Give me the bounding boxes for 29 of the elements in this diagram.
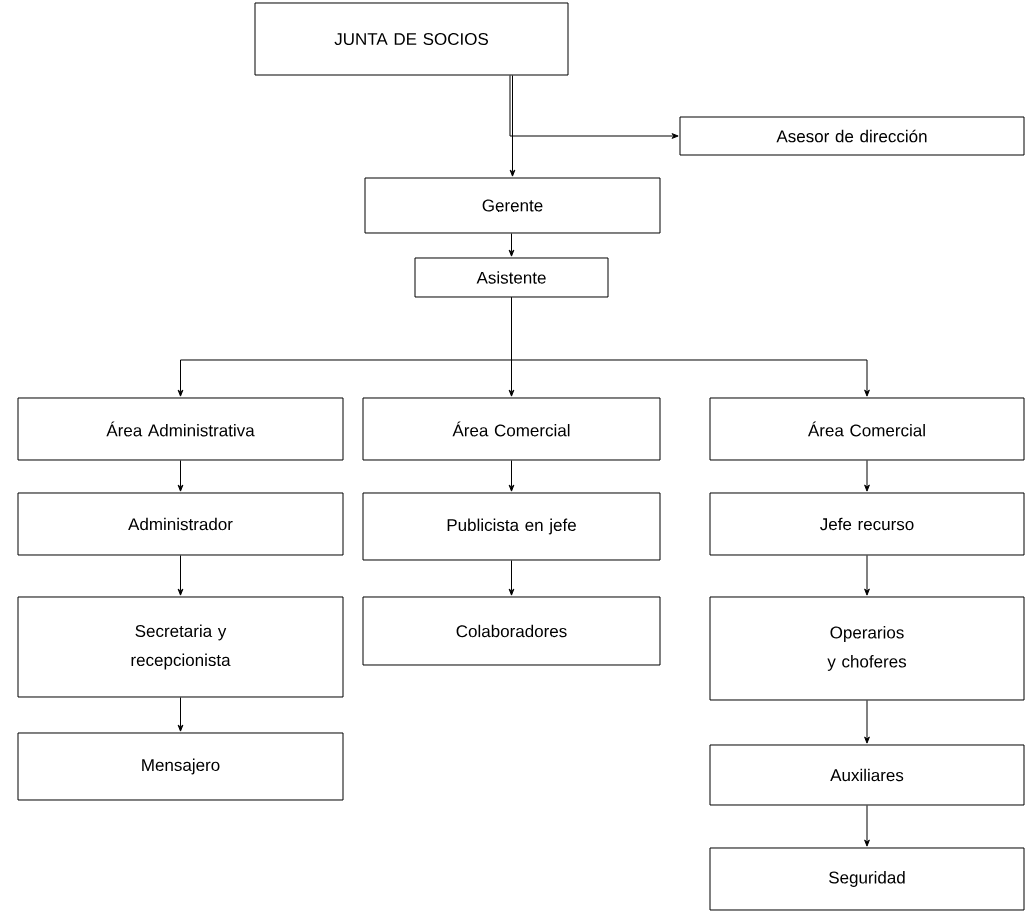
arrow <box>177 555 184 596</box>
arrow <box>177 697 184 732</box>
org-box: Seguridad <box>709 847 1025 911</box>
arrow <box>508 560 515 596</box>
org-box: Mensajero <box>17 732 344 801</box>
arrow <box>177 460 184 492</box>
org-box: Auxiliares <box>709 744 1025 806</box>
arrow <box>511 297 870 397</box>
org-box: Jefe recurso <box>709 492 1025 556</box>
org-box: JUNTA DE SOCIOS <box>254 2 569 76</box>
arrow <box>864 700 870 744</box>
org-box: Operarios y choferes <box>709 596 1025 701</box>
arrow <box>508 233 515 257</box>
org-box: Área Administrativa <box>17 397 344 461</box>
org-box: Área Comercial <box>709 397 1025 461</box>
arrow <box>509 75 679 139</box>
arrow <box>864 805 870 847</box>
org-box: Asesor de dirección <box>679 116 1025 156</box>
org-box: Colaboradores <box>362 596 661 666</box>
org-box: Administrador <box>17 492 344 556</box>
org-box: Publicista en jefe <box>362 492 661 561</box>
org-box: Gerente <box>364 177 661 234</box>
arrow <box>509 75 516 177</box>
org-box: Área Comercial <box>362 397 661 461</box>
org-box: Secretaria y recepcionista <box>17 596 344 698</box>
arrow <box>508 460 515 492</box>
arrow <box>864 555 870 596</box>
org-box: Asistente <box>414 257 609 298</box>
arrow <box>864 460 870 492</box>
